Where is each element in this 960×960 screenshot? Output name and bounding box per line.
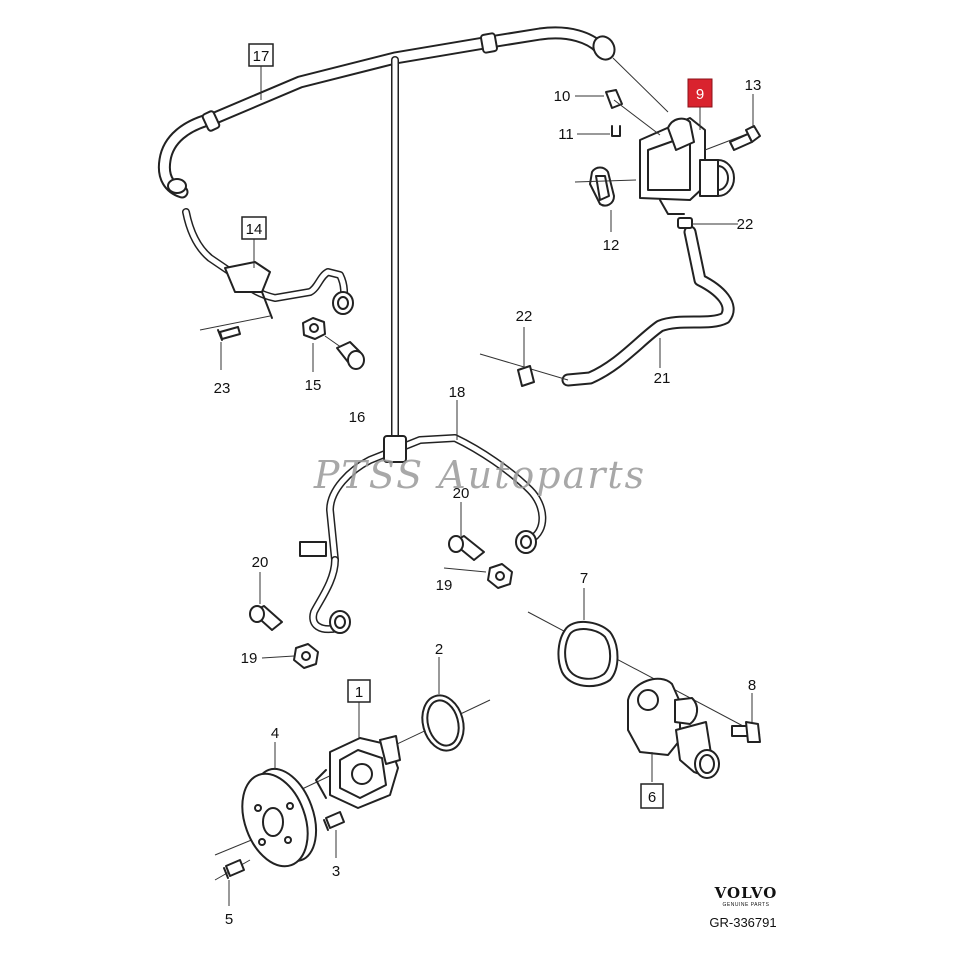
- callout-6-label: 6: [648, 789, 656, 806]
- callout-22-upper-label[interactable]: 22: [737, 216, 754, 233]
- bolt-23: [199, 315, 271, 341]
- callout-13-label[interactable]: 13: [745, 77, 762, 94]
- callout-20-middle-label[interactable]: 20: [453, 485, 470, 502]
- bolt-3: [323, 811, 345, 831]
- callout-10-label[interactable]: 10: [554, 88, 571, 105]
- callout-7-label[interactable]: 7: [580, 570, 588, 587]
- water-pump-1: [299, 699, 491, 809]
- coolant-pipe-18: [299, 56, 547, 634]
- watermark-text: PTSS Autoparts: [313, 453, 646, 497]
- brand-name: VOLVO: [714, 884, 778, 902]
- callout-2-label[interactable]: 2: [435, 641, 443, 658]
- callout-8-label[interactable]: 8: [748, 677, 756, 694]
- hose-clamp-22-upper: [677, 217, 738, 229]
- thermostat-housing-9: [639, 117, 735, 215]
- callout-1[interactable]: 1: [347, 679, 371, 703]
- bolt-5: [214, 859, 251, 881]
- callout-22-lower-label[interactable]: 22: [516, 308, 533, 325]
- banjo-bolt-20-middle: [448, 535, 485, 561]
- callout-14-label: 14: [246, 221, 263, 238]
- callout-4-label[interactable]: 4: [271, 725, 279, 742]
- callout-16-label[interactable]: 16: [349, 409, 366, 426]
- clip-11: [611, 125, 621, 137]
- sensor-10: [605, 89, 661, 136]
- callout-18-label[interactable]: 18: [449, 384, 466, 401]
- callout-9-label: 9: [696, 86, 704, 103]
- callout-6[interactable]: 6: [640, 783, 664, 809]
- sealing-washer-19-middle: [487, 563, 513, 589]
- callout-5-label[interactable]: 5: [225, 911, 233, 928]
- gasket-12: [574, 166, 637, 207]
- callout-12-label[interactable]: 12: [603, 237, 620, 254]
- callout-3-label[interactable]: 3: [332, 863, 340, 880]
- callout-14[interactable]: 14: [241, 216, 267, 240]
- banjo-bolt-20-left: [249, 605, 283, 631]
- callout-15-label[interactable]: 15: [305, 377, 322, 394]
- sealing-washer-19-left: [293, 643, 319, 669]
- gasket-7: [557, 621, 619, 688]
- volvo-logo: VOLVO GENUINE PARTS: [714, 884, 778, 908]
- callout-20-left-label[interactable]: 20: [252, 554, 269, 571]
- coolant-hose-17: [157, 26, 616, 199]
- brand-subtitle: GENUINE PARTS: [723, 902, 770, 908]
- leader-lines: [220, 66, 754, 906]
- thermostat-6: [527, 611, 761, 779]
- callout-17[interactable]: 17: [248, 43, 274, 67]
- callout-19-middle-label[interactable]: 19: [436, 577, 453, 594]
- pulley-4: [214, 767, 318, 868]
- coolant-pipe-14: [182, 208, 354, 319]
- bolt-13: [704, 125, 761, 151]
- callout-21-label[interactable]: 21: [654, 370, 671, 387]
- gasket-2: [421, 694, 465, 752]
- callout-11-label[interactable]: 11: [558, 126, 574, 143]
- coolant-hose-21: [561, 225, 735, 387]
- callout-1-label: 1: [355, 684, 363, 701]
- callout-19-left-label[interactable]: 19: [241, 650, 258, 667]
- drawing-code: GR-336791: [709, 915, 776, 930]
- fitting-15: [302, 317, 365, 370]
- callout-9[interactable]: 9: [687, 78, 713, 108]
- bolt-8: [731, 721, 761, 743]
- callout-23-label[interactable]: 23: [214, 380, 231, 397]
- callout-17-label: 17: [253, 48, 270, 65]
